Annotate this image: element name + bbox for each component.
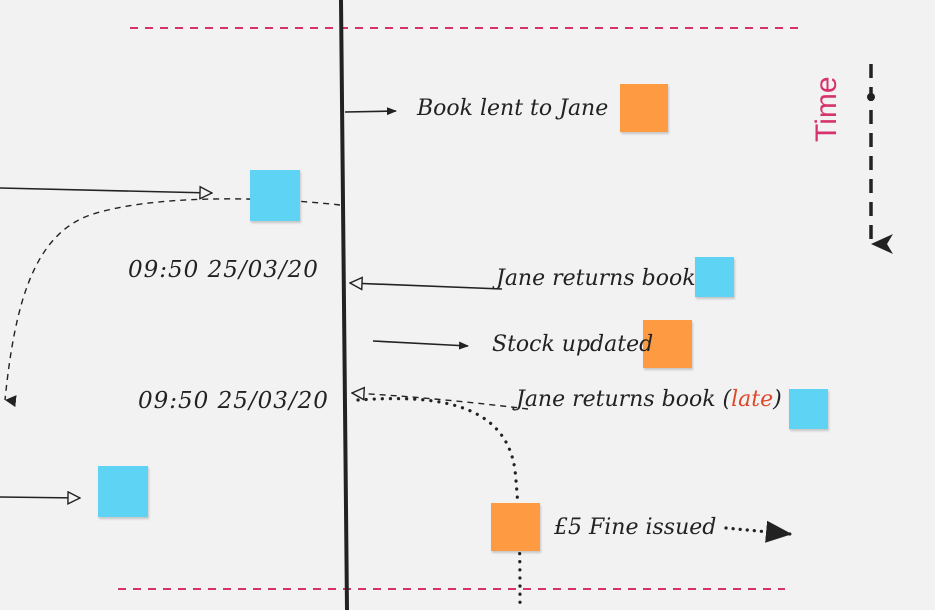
dashed-curve-left	[4, 198, 341, 408]
book-lent-arrow	[344, 107, 397, 116]
timestamp-second: 09:50 25/03/20	[138, 388, 329, 414]
blue-sticky-note-jane-returns[interactable]	[695, 257, 734, 297]
fine-issued-arrow	[724, 520, 792, 543]
dotted-curve-fine	[356, 397, 522, 610]
main-timeline-line	[339, 0, 349, 610]
event-jane-returns-late-label: Jane returns book (late)	[516, 389, 782, 411]
event-jane-returns-label: Jane returns book	[496, 266, 696, 291]
late-return-arrow	[352, 393, 529, 410]
late-label-prefix: Jane returns book (	[516, 387, 732, 412]
event-stock-updated-label: Stock updated	[492, 332, 654, 357]
late-word: late	[731, 387, 774, 412]
blue-sticky-note-late-return[interactable]	[789, 389, 828, 429]
incoming-arrow-top	[0, 188, 212, 193]
incoming-arrow-bottom	[0, 497, 80, 498]
late-label-suffix: )	[773, 387, 782, 412]
blue-sticky-note-bottom-left[interactable]	[98, 466, 148, 517]
event-fine-issued-label: £5 Fine issued	[554, 515, 717, 540]
orange-sticky-note-stock-updated[interactable]	[643, 320, 692, 368]
timestamp-first: 09:50 25/03/20	[128, 257, 319, 283]
orange-sticky-note-fine[interactable]	[491, 503, 540, 551]
stock-updated-arrow	[372, 340, 469, 350]
jane-returns-arrow	[350, 283, 503, 289]
blue-sticky-note-top-left[interactable]	[250, 170, 300, 221]
time-axis-label: Time	[810, 76, 843, 142]
orange-sticky-note-book-lent[interactable]	[620, 84, 668, 132]
time-arrow-dot	[867, 93, 875, 101]
event-book-lent-label: Book lent to Jane	[417, 96, 609, 121]
